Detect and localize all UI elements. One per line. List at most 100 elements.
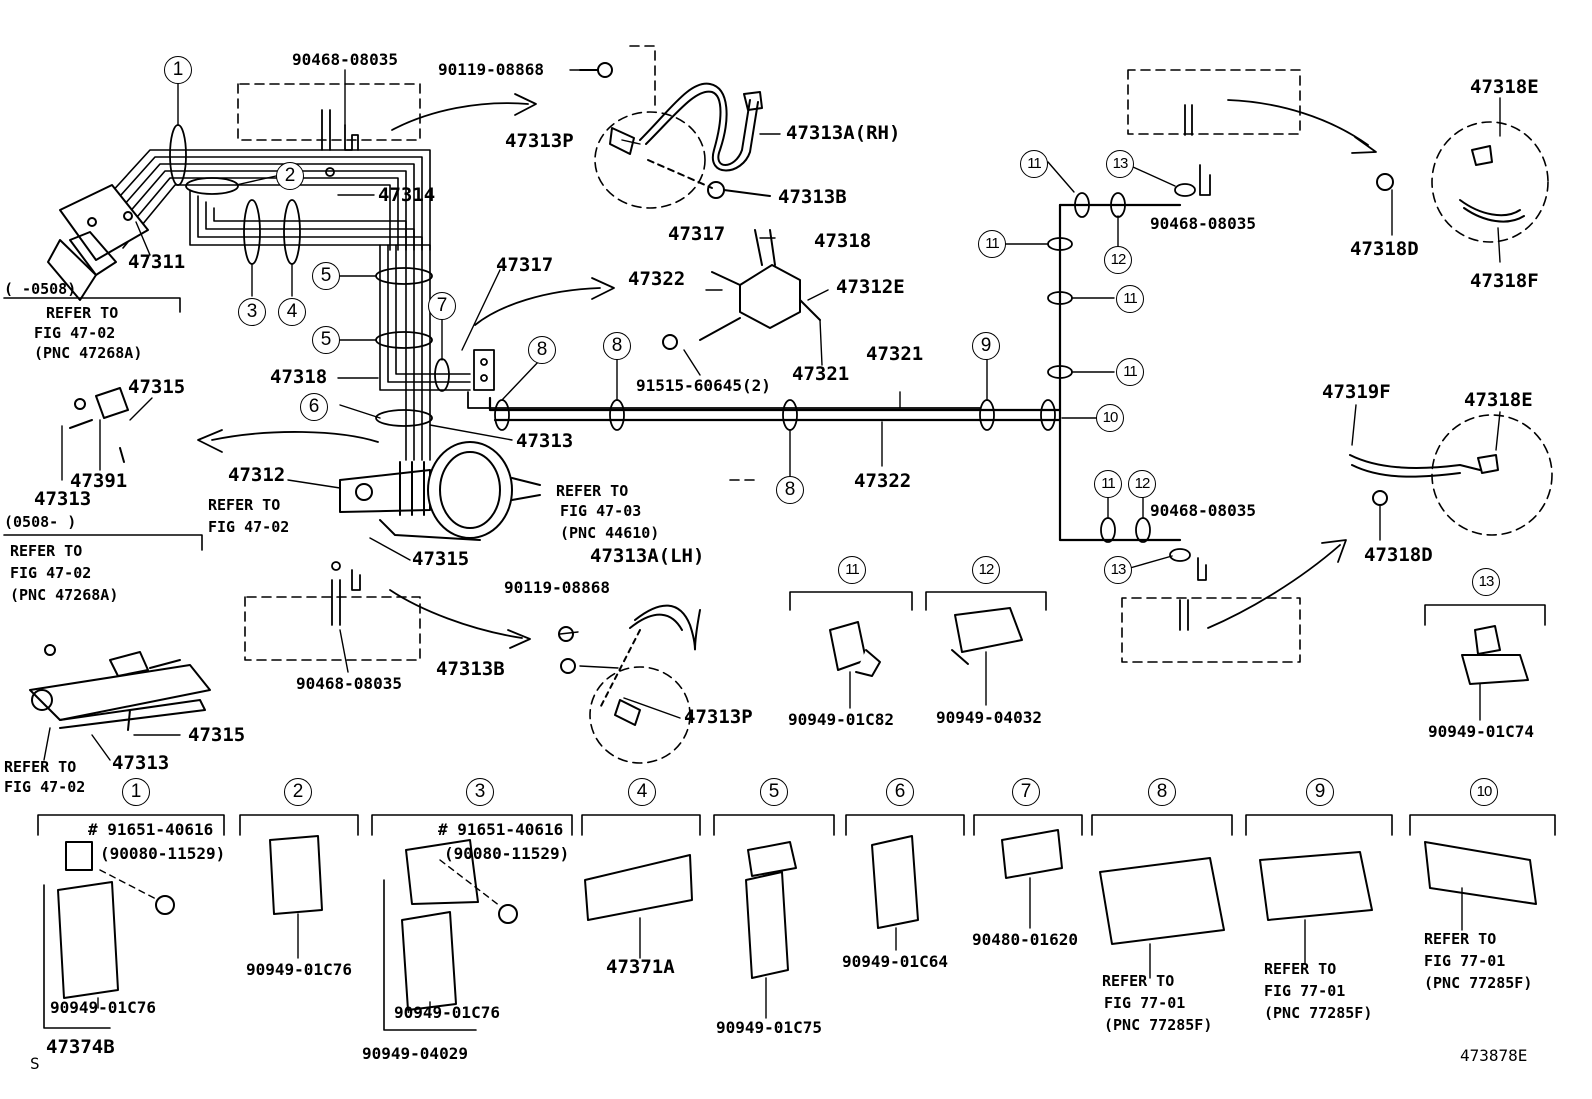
callout-1-detail: 1 bbox=[122, 778, 150, 806]
callout-12-detail: 12 bbox=[972, 556, 1000, 584]
label-90949-01C64: 90949-01C64 bbox=[842, 952, 948, 971]
label-47322-bottom: 47322 bbox=[854, 470, 912, 492]
callout-11-c: 11 bbox=[1116, 285, 1144, 313]
callout-8-detail: 8 bbox=[1148, 778, 1176, 806]
label-90480-01620: 90480-01620 bbox=[972, 930, 1078, 949]
junction-47312E bbox=[662, 229, 821, 350]
callout-9: 9 bbox=[972, 332, 1000, 360]
callout-12-a: 12 bbox=[1104, 246, 1132, 274]
label-90949-01C82: 90949-01C82 bbox=[788, 710, 894, 729]
callout-3: 3 bbox=[238, 298, 266, 326]
label-47313-lower: 47313 bbox=[112, 752, 170, 774]
diagram-id: 473878E bbox=[1460, 1046, 1528, 1065]
hose-lh bbox=[558, 604, 701, 726]
callout-12-b: 12 bbox=[1128, 470, 1156, 498]
callout-5-b: 5 bbox=[312, 326, 340, 354]
callout-2-detail: 2 bbox=[284, 778, 312, 806]
label-90468-08035-right-top: 90468-08035 bbox=[1150, 214, 1256, 233]
label-91515-60645: 91515-60645(2) bbox=[636, 376, 771, 395]
label-47313-mid: 47313 bbox=[516, 430, 574, 452]
master-cylinder bbox=[29, 644, 211, 731]
label-47313B-lower: 47313B bbox=[436, 658, 505, 680]
label-47318D-lower: 47318D bbox=[1364, 544, 1433, 566]
label-47313A-lh: 47313A(LH) bbox=[590, 545, 705, 567]
date-brackets bbox=[3, 297, 203, 551]
label-47313-left: 47313 bbox=[34, 488, 92, 510]
corner-mark: S bbox=[30, 1054, 40, 1073]
label-90949-04032: 90949-04032 bbox=[936, 708, 1042, 727]
sensor-unit-47311 bbox=[47, 184, 149, 301]
callout-8-b: 8 bbox=[603, 332, 631, 360]
label-47315-lower: 47315 bbox=[188, 724, 246, 746]
callout-13-detail: 13 bbox=[1472, 568, 1500, 596]
curved-arrows bbox=[197, 93, 1377, 649]
label-47321-center: 47321 bbox=[866, 343, 924, 365]
callout-8-c: 8 bbox=[776, 476, 804, 504]
label-47318E-lower: 47318E bbox=[1464, 389, 1533, 411]
fig-47-03: FIG 47-03 bbox=[560, 502, 642, 520]
pnc-77285F-f: (PNC 77285F) bbox=[1104, 1016, 1213, 1034]
callout-9-detail: 9 bbox=[1306, 778, 1334, 806]
label-90949-01C76-a: 90949-01C76 bbox=[50, 998, 156, 1017]
pnc-47268A-d: (PNC 47268A) bbox=[10, 586, 119, 604]
fig-47-02-b: FIG 47-02 bbox=[208, 518, 290, 536]
sensor-47391 bbox=[69, 387, 129, 463]
label-90080-11529-b: (90080-11529) bbox=[444, 844, 570, 863]
label-47313A-rh: 47313A(RH) bbox=[786, 122, 901, 144]
label-90468-08035-top: 90468-08035 bbox=[292, 50, 398, 69]
refer-to-e: REFER TO bbox=[4, 758, 77, 776]
callout-1-top: 1 bbox=[164, 56, 192, 84]
label-90949-04029: 90949-04029 bbox=[362, 1044, 468, 1063]
label-90949-01C76-b: 90949-01C76 bbox=[246, 960, 352, 979]
label-90119-08868-lower: 90119-08868 bbox=[504, 578, 610, 597]
pnc-44610: (PNC 44610) bbox=[560, 524, 660, 542]
label-47322-top: 47322 bbox=[628, 268, 686, 290]
callout-7: 7 bbox=[428, 292, 456, 320]
callout-13-b: 13 bbox=[1104, 556, 1132, 584]
label-47318D-top: 47318D bbox=[1350, 238, 1419, 260]
callout-6: 6 bbox=[300, 393, 328, 421]
label-90949-01C76-c: 90949-01C76 bbox=[394, 1003, 500, 1022]
callout-7-detail: 7 bbox=[1012, 778, 1040, 806]
leader-lines bbox=[43, 69, 1501, 761]
label-90949-01C74: 90949-01C74 bbox=[1428, 722, 1534, 741]
fig-77-01-f: FIG 77-01 bbox=[1104, 994, 1186, 1012]
label-47313B-top: 47313B bbox=[778, 186, 847, 208]
clip-leaders bbox=[97, 651, 1481, 1019]
callout-10: 10 bbox=[1096, 404, 1124, 432]
callout-11-d: 11 bbox=[1116, 358, 1144, 386]
junction-block bbox=[467, 349, 981, 409]
label-47315-left: 47315 bbox=[128, 376, 186, 398]
pnc-77285F-g: (PNC 77285F) bbox=[1264, 1004, 1373, 1022]
pnc-47268A-a: (PNC 47268A) bbox=[34, 344, 143, 362]
callout-11-detail: 11 bbox=[838, 556, 866, 584]
label-90949-01C75: 90949-01C75 bbox=[716, 1018, 822, 1037]
label-47313P-lower: 47313P bbox=[684, 706, 753, 728]
label-47311: 47311 bbox=[128, 251, 186, 273]
refer-to-h: REFER TO bbox=[1424, 930, 1497, 948]
label-47318-left: 47318 bbox=[270, 366, 328, 388]
label-47391: 47391 bbox=[70, 470, 128, 492]
label-47312: 47312 bbox=[228, 464, 286, 486]
date-after-0508: (0508- ) bbox=[4, 513, 77, 531]
label-47318-top: 47318 bbox=[814, 230, 872, 252]
fig-77-01-g: FIG 77-01 bbox=[1264, 982, 1346, 1000]
callout-5-detail: 5 bbox=[760, 778, 788, 806]
callout-13-a: 13 bbox=[1106, 150, 1134, 178]
refer-to-a: REFER TO bbox=[46, 304, 119, 322]
date-before-0508: ( -0508) bbox=[4, 280, 77, 298]
label-90468-08035-lower: 90468-08035 bbox=[296, 674, 402, 693]
fig-47-02-d: FIG 47-02 bbox=[10, 564, 92, 582]
fig-47-02-a: FIG 47-02 bbox=[34, 324, 116, 342]
fig-47-02-e: FIG 47-02 bbox=[4, 778, 86, 796]
label-47314: 47314 bbox=[378, 184, 436, 206]
label-91651-40616-b: # 91651-40616 bbox=[438, 820, 564, 839]
pnc-77285F-h: (PNC 77285F) bbox=[1424, 974, 1533, 992]
label-47317-top: 47317 bbox=[668, 223, 726, 245]
callout-4-detail: 4 bbox=[628, 778, 656, 806]
label-47319F: 47319F bbox=[1322, 381, 1391, 403]
refer-to-d: REFER TO bbox=[10, 542, 83, 560]
callout-5-a: 5 bbox=[312, 262, 340, 290]
